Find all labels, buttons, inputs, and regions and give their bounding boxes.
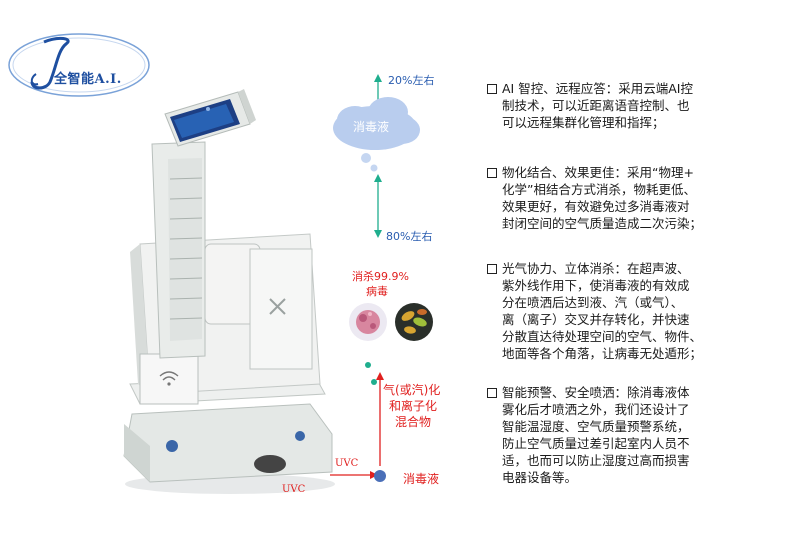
bullet-box-icon	[487, 84, 497, 94]
feature-line: 制技术，可以近距离语音控制、也	[502, 98, 690, 113]
feature-line: 物化结合、效果更佳：采用“物理+	[502, 165, 694, 180]
feature-line: 离（离子）交叉并存转化，并快速	[502, 312, 690, 327]
feature-line: 可以远程集群化管理和指挥；	[502, 115, 665, 130]
logo-text: 全智能A.I.	[54, 72, 122, 87]
bottom-percent-label: 80%左右	[386, 230, 433, 243]
feature-line: 适，也而可以防止湿度过高而损害	[502, 453, 690, 468]
feature-line: 地面等各个角落，让病毒无处遁形；	[502, 346, 703, 361]
feature-line: 分在喷洒后达到液、汽（或气）、	[502, 295, 684, 310]
top-percent-label: 20%左右	[388, 74, 435, 87]
bacteria-icon	[395, 303, 433, 341]
kill-rate-label: 消杀99.9%	[352, 270, 409, 283]
disinfection-robot-illustration	[123, 89, 335, 494]
mixture-label-2: 和离子化	[389, 399, 438, 413]
feature-line: 化学”相结合方式消杀，物耗更低、	[502, 182, 696, 197]
particle-dot	[365, 362, 371, 368]
bullet-box-icon	[487, 168, 497, 178]
feature-line: 雾化后才喷洒之外，我们还设计了	[502, 402, 690, 417]
feature-line: 分散直达待处理空间的空气、物件、	[502, 329, 703, 344]
mixture-label-3: 混合物	[395, 415, 432, 429]
up-arrow-icon	[374, 74, 382, 82]
mid-arrow-icon	[374, 174, 382, 182]
liquid-dot	[374, 470, 386, 482]
feature-line: 智能温湿度、空气质量预警系统，	[502, 419, 690, 434]
cloud-shape	[333, 97, 420, 172]
feature-line: 电器设备等。	[502, 470, 578, 485]
feature-line: 紫外线作用下，使消毒液的有效成	[502, 278, 690, 293]
uvc-label-2: UVC	[282, 484, 306, 495]
process-diagram	[330, 74, 433, 482]
feature-line: 封闭空间的空气质量造成二次污染；	[502, 216, 703, 231]
kill-rate-label-2: 病毒	[366, 285, 388, 298]
feature-line: AI 智控、远程应答：采用云端AI控	[502, 81, 693, 96]
uvc-label: UVC	[335, 458, 359, 469]
feature-line: 效果更好，有效避免过多消毒液对	[502, 199, 690, 214]
uvc-arrow-icon	[370, 471, 378, 479]
liquid-label: 消毒液	[403, 472, 440, 486]
bullet-box-icon	[487, 388, 497, 398]
mixture-label-1: 气(或汽)化	[383, 383, 441, 397]
cloud-label: 消毒液	[353, 120, 390, 134]
red-up-arrow-icon	[376, 372, 384, 380]
virus-icon	[349, 303, 387, 341]
bullet-box-icon	[487, 264, 497, 274]
feature-line: 智能预警、安全喷洒：除消毒液体	[502, 385, 690, 400]
particle-dot	[371, 379, 377, 385]
feature-line: 光气协力、立体消杀：在超声波、	[502, 261, 690, 276]
brand-logo	[8, 33, 150, 97]
feature-line: 防止空气质量过差引起室内人员不	[502, 436, 690, 451]
